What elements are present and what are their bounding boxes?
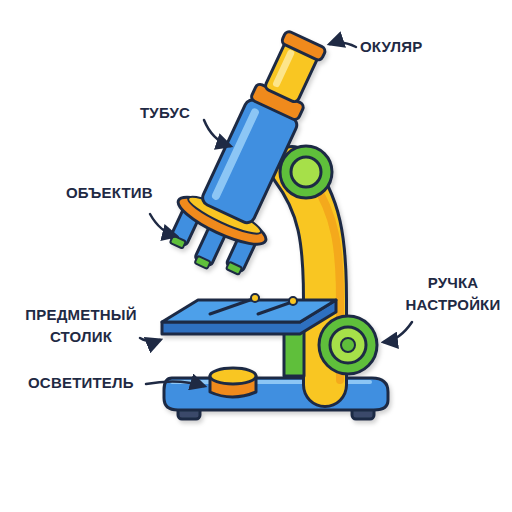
specimen-stage	[162, 294, 336, 334]
part-label: ОБЪЕКТИВ	[66, 182, 166, 204]
part-label: ОКУЛЯР	[360, 36, 440, 58]
part-label: ОСВЕТИТЕЛЬ	[28, 372, 146, 394]
focus-knob	[319, 316, 377, 374]
leader-lines	[140, 43, 412, 386]
part-label: ПРЕДМЕТНЫЙ СТОЛИК	[16, 304, 146, 348]
focus-knob-upper	[280, 146, 332, 198]
illuminator	[210, 368, 256, 397]
part-label: РУЧКА НАСТРОЙКИ	[398, 272, 508, 316]
part-label: ТУБУС	[140, 102, 210, 124]
